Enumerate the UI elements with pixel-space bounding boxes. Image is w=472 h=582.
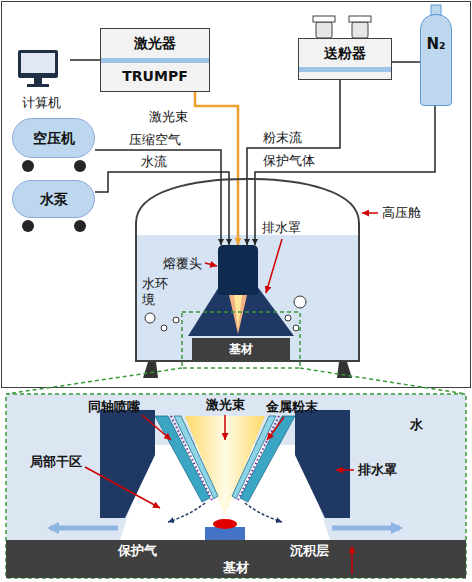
connector bbox=[255, 106, 435, 245]
zoom-panel bbox=[6, 394, 466, 578]
water-pump: 水泵 bbox=[12, 180, 95, 218]
flow-label: 水流 bbox=[140, 155, 168, 169]
part-label: 水环境 bbox=[142, 276, 169, 308]
tank-leg bbox=[143, 362, 158, 378]
computer: 计算机 bbox=[12, 46, 70, 112]
part-label: 排水罩 bbox=[262, 221, 301, 235]
powder-hopper bbox=[316, 22, 332, 38]
flow-label: 粉末流 bbox=[262, 131, 303, 145]
laser-beam bbox=[185, 416, 265, 516]
color-band bbox=[101, 58, 209, 63]
leader-arrow bbox=[266, 239, 282, 293]
pressure-chamber: 高压舱熔覆头基材 bbox=[135, 178, 360, 362]
part-label: 金属粉末 bbox=[266, 400, 318, 414]
gas-cylinder: N₂ bbox=[420, 14, 452, 106]
powder-hopper-cap bbox=[349, 16, 371, 22]
water-fill bbox=[136, 235, 359, 361]
node-label: 基材 bbox=[223, 560, 249, 575]
color-band bbox=[299, 67, 391, 72]
water-outflow bbox=[50, 526, 118, 531]
laser-box: 激光器 TRUMPF bbox=[100, 28, 210, 92]
drain-hood bbox=[100, 410, 155, 518]
connector bbox=[95, 150, 221, 245]
powder-hopper bbox=[352, 22, 368, 38]
leader-arrow bbox=[85, 467, 160, 508]
bubble bbox=[293, 325, 299, 331]
bubble bbox=[173, 317, 179, 323]
part-label: 激光束 bbox=[206, 398, 245, 412]
zoom-line bbox=[6, 368, 182, 394]
part-label: 水 bbox=[410, 418, 423, 432]
node-label: 基材 bbox=[229, 342, 253, 357]
part-label: 局部干区 bbox=[30, 455, 82, 469]
wheel bbox=[74, 160, 86, 172]
substrate: 基材 bbox=[6, 540, 466, 578]
part-label: 沉积层 bbox=[290, 544, 329, 558]
bubble bbox=[145, 313, 155, 323]
part-label: 保护气 bbox=[118, 544, 157, 558]
drain-hood bbox=[295, 410, 350, 518]
monitor-screen bbox=[21, 53, 55, 73]
leader-arrow bbox=[224, 415, 226, 440]
nozzle-wall bbox=[232, 416, 276, 499]
leader-arrow bbox=[205, 263, 217, 266]
powder-stream bbox=[238, 416, 279, 500]
node-label: N₂ bbox=[426, 37, 445, 52]
bubble bbox=[161, 325, 167, 331]
flow-label: 保护气体 bbox=[262, 154, 316, 168]
cladding-head: 熔覆头 bbox=[218, 245, 258, 295]
bubble bbox=[294, 296, 306, 308]
node-label: 激光器 bbox=[134, 36, 176, 51]
gas-flow bbox=[168, 503, 205, 522]
monitor-stand bbox=[34, 78, 42, 84]
laser-cone bbox=[229, 295, 247, 334]
wheel bbox=[22, 220, 34, 232]
connector bbox=[392, 61, 420, 63]
part-label: 排水罩 bbox=[358, 463, 397, 477]
chamber-wall bbox=[136, 179, 359, 361]
flow-label: 压缩空气 bbox=[128, 133, 182, 147]
leader-arrow bbox=[336, 469, 354, 471]
powder-feeder-box: 送粉器 bbox=[298, 38, 392, 80]
connector bbox=[70, 59, 100, 61]
wheel bbox=[22, 160, 34, 172]
wheel bbox=[74, 220, 86, 232]
connector bbox=[247, 80, 340, 245]
node-label: 空压机 bbox=[33, 131, 75, 146]
flow-arrow bbox=[351, 546, 353, 574]
leader-arrow bbox=[267, 417, 284, 440]
node-label: 送粉器 bbox=[324, 46, 366, 61]
nozzle-wall bbox=[174, 416, 218, 499]
gas-flow bbox=[245, 503, 282, 522]
substrate: 基材 bbox=[192, 338, 290, 360]
zoom-line bbox=[300, 368, 466, 394]
monitor-base bbox=[27, 84, 49, 87]
leader-arrow bbox=[142, 415, 171, 440]
melt-pool bbox=[213, 519, 237, 529]
node-label: 水泵 bbox=[40, 192, 68, 207]
connector bbox=[95, 172, 229, 245]
powder-hopper-cap bbox=[313, 16, 335, 22]
leader-arrow bbox=[362, 212, 378, 214]
node-label: TRUMPF bbox=[122, 69, 187, 84]
node-label: 高压舱 bbox=[382, 205, 421, 220]
connector bbox=[195, 92, 238, 245]
bubble bbox=[285, 315, 291, 321]
node-label: 熔覆头 bbox=[163, 256, 202, 271]
flow-label: 激光束 bbox=[148, 110, 189, 124]
node-label: 计算机 bbox=[22, 95, 61, 110]
monitor bbox=[18, 50, 58, 78]
powder-stream bbox=[171, 416, 212, 500]
water-outflow bbox=[332, 526, 400, 531]
compressor: 空压机 bbox=[12, 118, 95, 158]
substrate bbox=[6, 540, 466, 578]
panel-frame bbox=[2, 2, 471, 388]
zoom-frame bbox=[182, 312, 300, 368]
part-label: 同轴喷嘴 bbox=[88, 400, 140, 414]
